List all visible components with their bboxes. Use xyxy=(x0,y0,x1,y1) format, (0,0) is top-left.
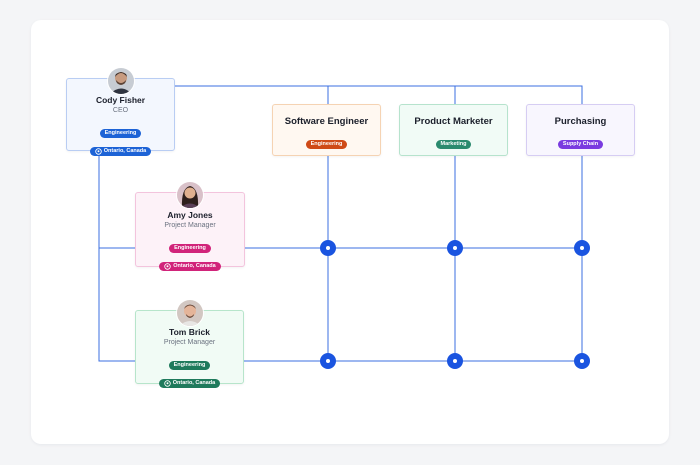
grid-dot-center xyxy=(453,246,457,250)
person-role: Project Manager xyxy=(163,339,216,346)
person-role: Project Manager xyxy=(164,222,216,229)
person-photo-icon xyxy=(175,299,204,327)
department-badge: Engineering xyxy=(169,244,211,253)
person-name: Amy Jones xyxy=(167,210,213,220)
department-tag: Supply Chain xyxy=(557,140,604,149)
department-card-software-engineer[interactable]: Software Engineer Engineering xyxy=(272,104,381,156)
location-badge: Ontario, Canada xyxy=(159,262,221,271)
person-role: CEO xyxy=(112,107,129,114)
department-title: Purchasing xyxy=(554,116,607,127)
person-card-cody-fisher[interactable]: Cody Fisher CEO Engineering Ontario, Can… xyxy=(66,67,175,156)
person-card-tom-brick[interactable]: Tom Brick Project Manager Engineering On… xyxy=(135,299,244,388)
grid-dot-center xyxy=(580,359,584,363)
grid-dot-center xyxy=(580,246,584,250)
department-card-purchasing[interactable]: Purchasing Supply Chain xyxy=(526,104,635,156)
department-tag: Marketing xyxy=(435,140,472,149)
map-pin-icon xyxy=(164,263,171,270)
department-card-product-marketer[interactable]: Product Marketer Marketing xyxy=(399,104,508,156)
department-title: Software Engineer xyxy=(284,116,369,127)
location-text: Ontario, Canada xyxy=(103,148,147,154)
person-photo-icon xyxy=(106,67,135,95)
location-badge: Ontario, Canada xyxy=(158,379,221,388)
map-pin-icon xyxy=(95,148,102,155)
person-name: Tom Brick xyxy=(169,327,210,337)
grid-dot-center xyxy=(453,359,457,363)
person-photo-icon xyxy=(176,181,204,209)
ceo-left-trunk xyxy=(98,151,135,362)
ceo-top-connector xyxy=(174,85,583,104)
grid-dot-center xyxy=(326,359,330,363)
department-title: Product Marketer xyxy=(414,116,493,127)
department-badge: Engineering xyxy=(99,129,142,138)
department-tag: Engineering xyxy=(305,140,348,149)
grid-dot-center xyxy=(326,246,330,250)
map-pin-icon xyxy=(164,380,171,387)
person-card-amy-jones[interactable]: Amy Jones Project Manager Engineering On… xyxy=(135,181,245,271)
person-name: Cody Fisher xyxy=(95,95,146,105)
location-text: Ontario, Canada xyxy=(173,263,216,269)
location-badge: Ontario, Canada xyxy=(89,147,152,156)
location-text: Ontario, Canada xyxy=(172,380,216,386)
department-badge: Engineering xyxy=(168,361,211,370)
